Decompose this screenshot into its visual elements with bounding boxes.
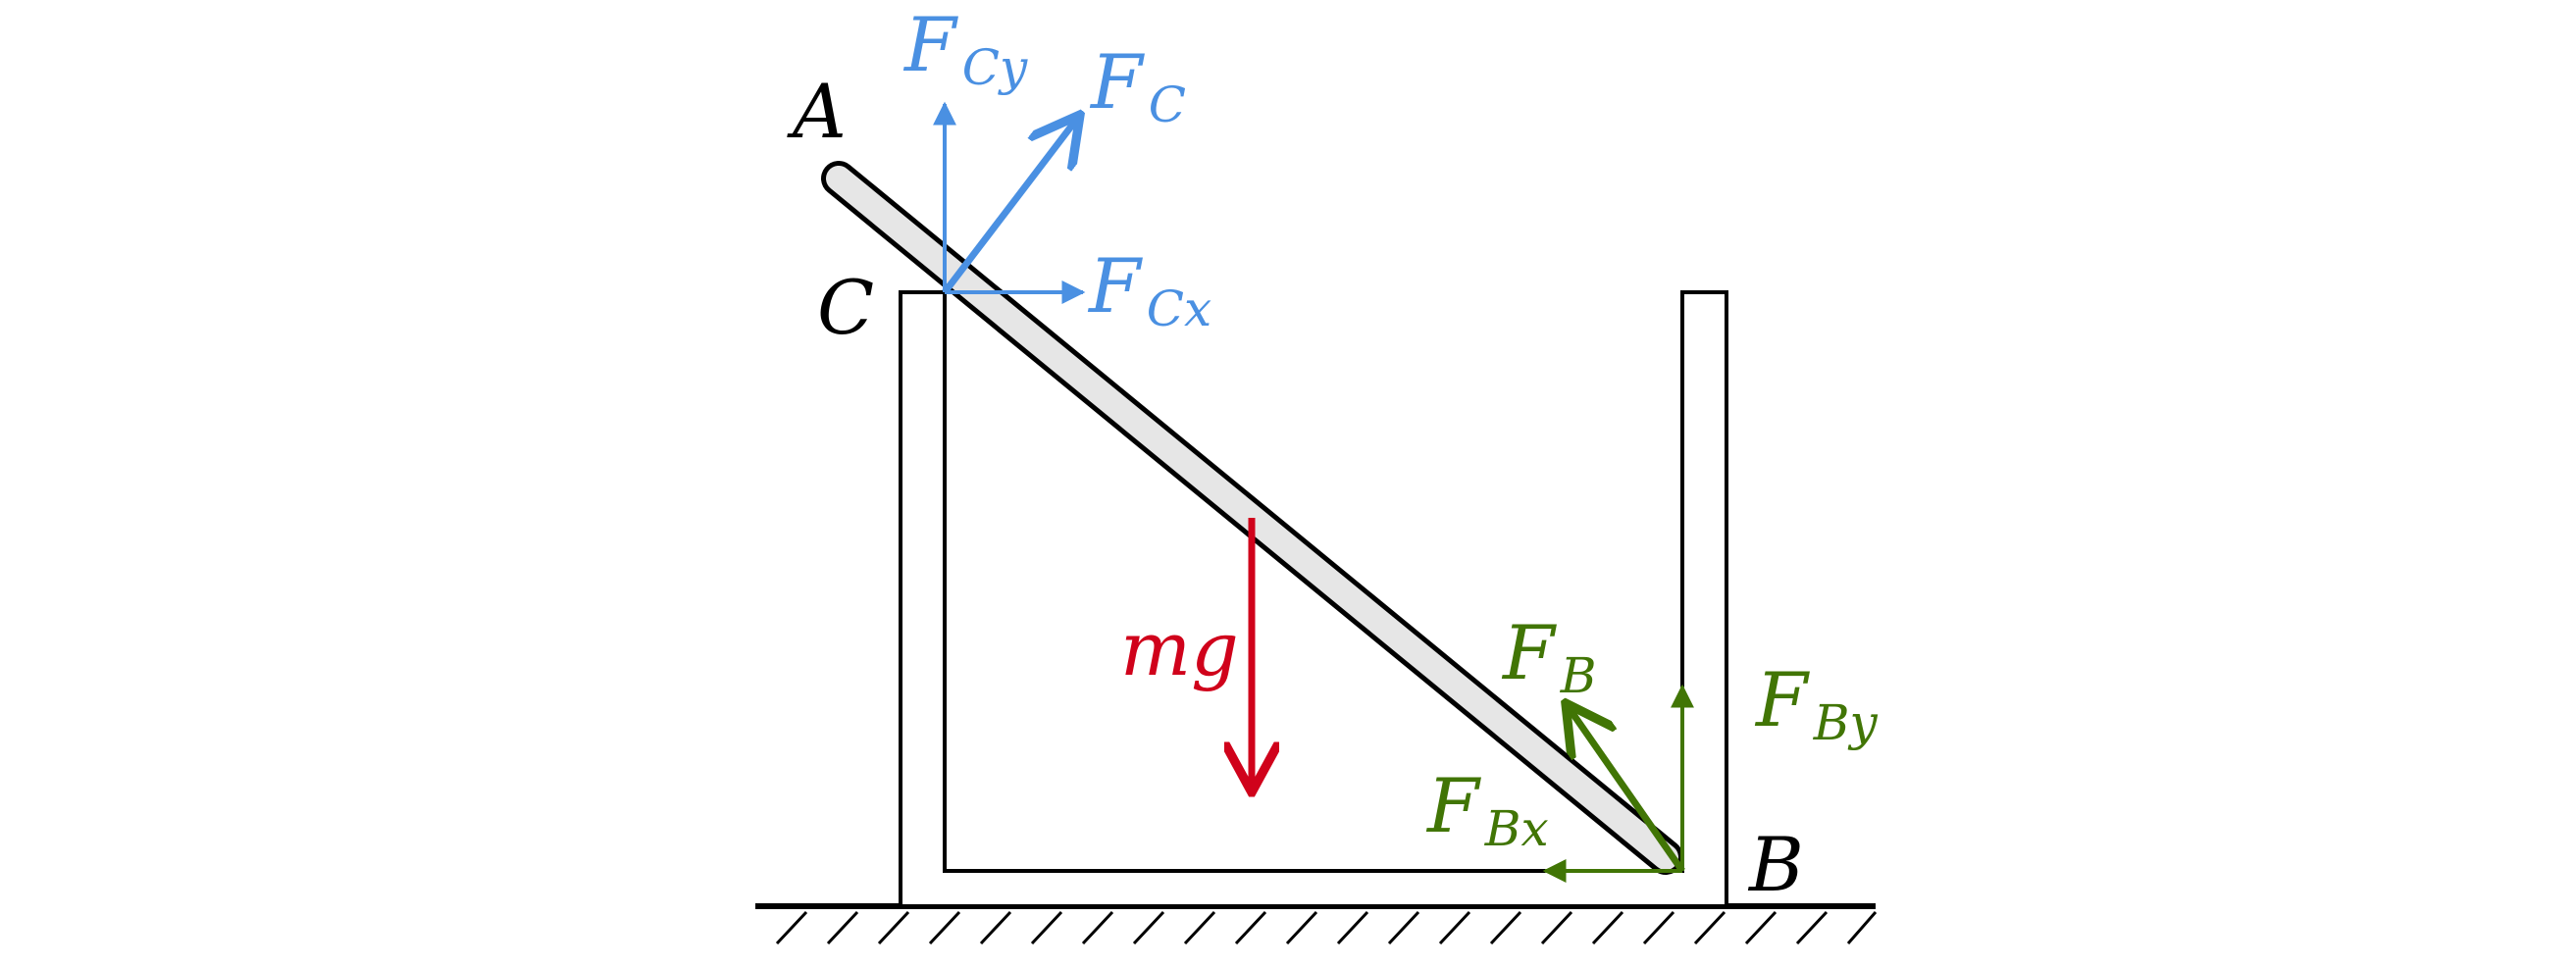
point-label-b: B <box>1747 821 1804 908</box>
force-fb-arrow <box>1566 703 1685 873</box>
point-label-c: C <box>817 264 874 351</box>
point-label-a: A <box>787 68 847 155</box>
weight-label: mg <box>1120 605 1239 692</box>
ground-hatching <box>775 910 1878 945</box>
force-fc-arrow <box>942 115 1080 295</box>
forces-at-b <box>1542 684 1694 883</box>
ground <box>755 903 1878 945</box>
forces-at-c <box>933 101 1083 304</box>
